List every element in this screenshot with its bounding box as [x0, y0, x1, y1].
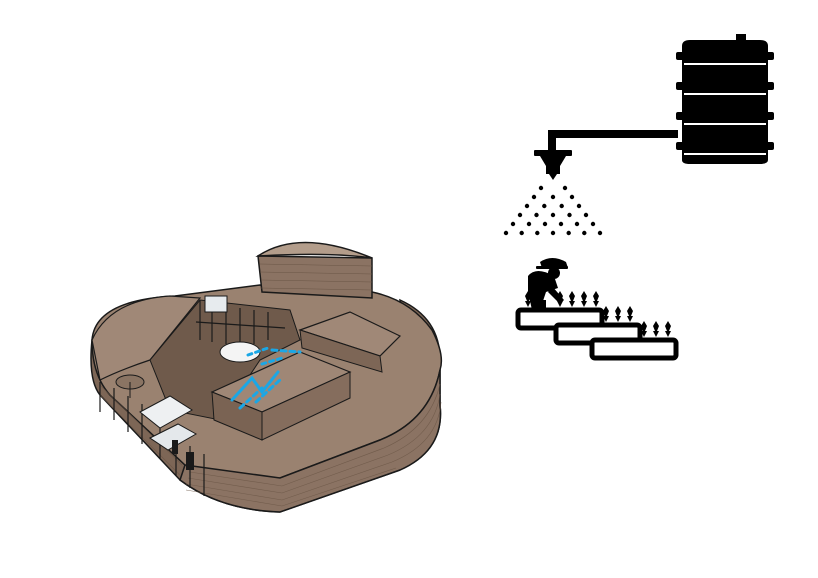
plant-icon — [653, 321, 659, 337]
left-wing-roof — [91, 295, 202, 381]
spray-dot — [524, 203, 530, 209]
rear-vault-wall — [257, 255, 373, 299]
plant-icon — [557, 291, 563, 307]
spray-dot — [503, 230, 509, 236]
spray-dot — [550, 230, 556, 236]
water-spray-dots-icon — [503, 185, 603, 236]
water-tank-icon — [676, 34, 774, 164]
earthen-building-axonometric-icon — [90, 241, 443, 513]
spray-dot — [526, 221, 532, 227]
spray-dot — [562, 185, 568, 191]
spray-dot — [550, 194, 556, 200]
farmer-tending-plants-icon — [528, 258, 568, 312]
plant-icon — [603, 306, 609, 322]
glass-panel — [204, 295, 228, 313]
spray-dot — [535, 230, 540, 236]
rear-vault-roof — [255, 241, 373, 259]
spray-dot — [590, 221, 596, 227]
rear-vault-layers — [259, 263, 373, 291]
plant-icon — [525, 291, 531, 307]
plant-row — [525, 291, 671, 337]
plant-icon — [593, 291, 599, 307]
plant-icon — [615, 306, 621, 322]
spray-dot — [531, 194, 537, 200]
door-opening — [186, 452, 194, 470]
rammed-earth-layers — [99, 383, 442, 507]
spray-dot — [559, 203, 564, 209]
light-well-2 — [149, 423, 198, 451]
right-block-wall — [299, 329, 383, 373]
spray-dot — [550, 212, 556, 218]
sprinkler-head-icon — [534, 150, 572, 180]
window-opening — [172, 440, 178, 454]
spray-dot — [558, 221, 564, 227]
spray-dot — [574, 221, 580, 227]
spray-dot — [542, 221, 548, 227]
pipe-icon — [548, 130, 678, 152]
spray-dot — [597, 230, 603, 236]
plant-icon — [627, 306, 633, 322]
plant-icon — [581, 291, 587, 307]
spray-dot — [567, 212, 572, 218]
water-flow-paths — [230, 346, 302, 410]
spray-dot — [569, 194, 575, 200]
spray-dot — [519, 230, 524, 236]
plant-icon — [569, 291, 575, 307]
spray-dot — [510, 221, 516, 227]
plant-icon — [641, 321, 647, 337]
terraced-planters-icon — [515, 291, 679, 361]
plant-icon — [665, 321, 671, 337]
spray-dot — [538, 185, 544, 191]
spray-dot — [534, 212, 539, 218]
light-well-1 — [139, 395, 193, 429]
spray-dot — [542, 203, 547, 209]
spray-dot — [576, 203, 582, 209]
spray-dot — [517, 212, 523, 218]
building-front-wall — [179, 369, 442, 513]
skylight-oculus — [219, 341, 261, 363]
spray-dot — [566, 230, 571, 236]
central-wing-side — [261, 371, 351, 441]
spray-dot — [583, 212, 589, 218]
spray-dot — [582, 230, 587, 236]
